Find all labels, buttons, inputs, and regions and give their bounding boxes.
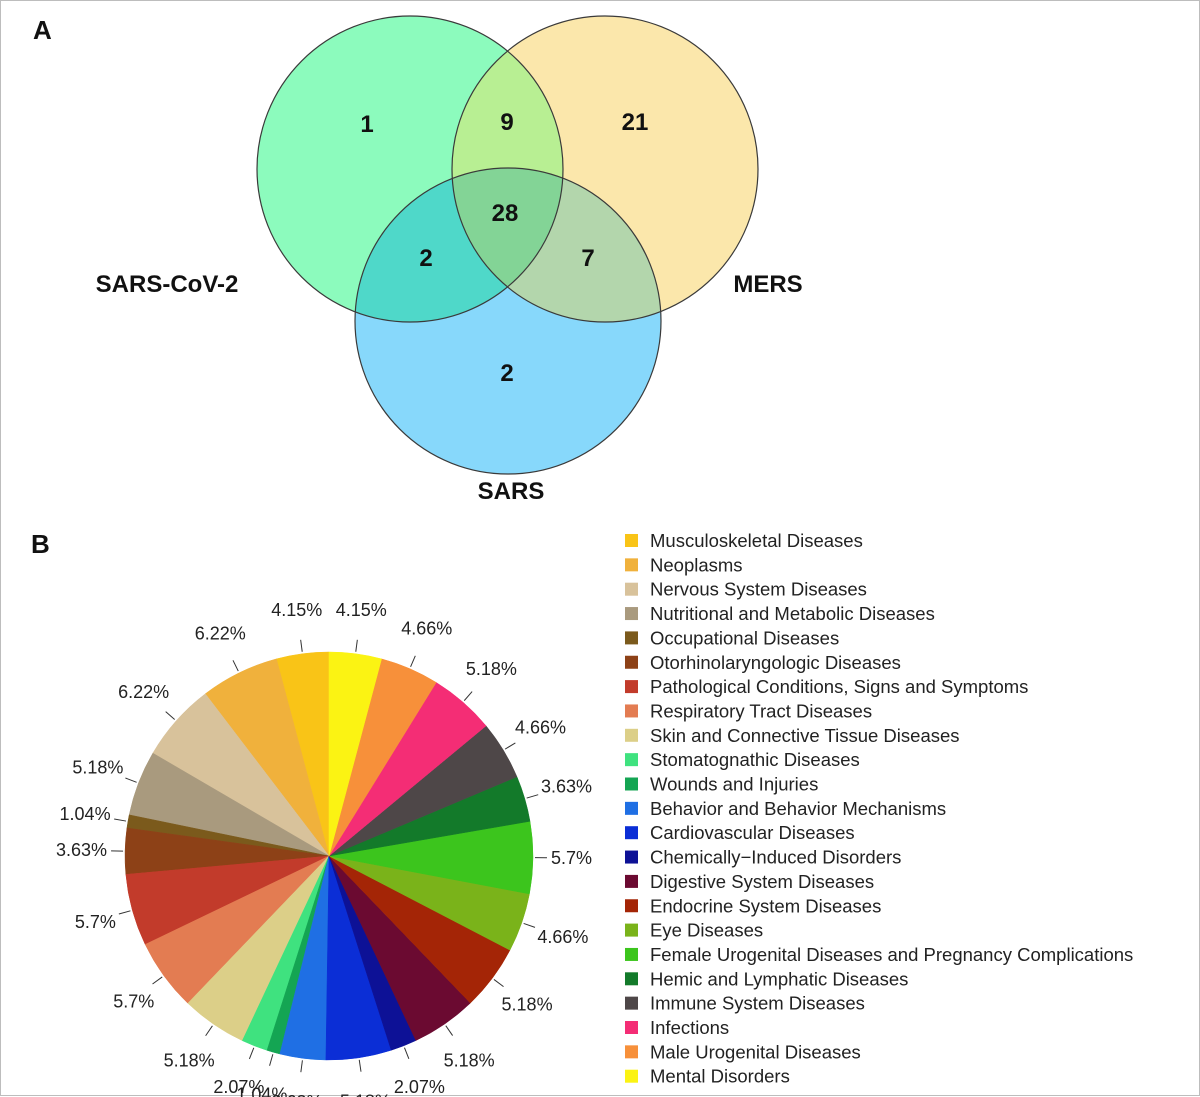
- pie-leader-occupational-diseases: [114, 819, 126, 821]
- legend-swatch-behavior-and-behavior-mechanisms: [625, 802, 638, 815]
- legend-entry-female-urogenital-diseases-and-pregnancy-complications: Female Urogenital Diseases and Pregnancy…: [650, 944, 1133, 965]
- legend-swatch-musculoskeletal-diseases: [625, 534, 638, 547]
- pie-leader-digestive-system-diseases: [446, 1026, 453, 1036]
- legend-entry-hemic-and-lymphatic-diseases: Hemic and Lymphatic Diseases: [650, 968, 908, 989]
- legend-entry-musculoskeletal-diseases: Musculoskeletal Diseases: [650, 530, 863, 551]
- legend-entry-pathological-conditions-signs-and-symptoms: Pathological Conditions, Signs and Sympt…: [650, 676, 1028, 697]
- pie-label-male-urogenital-diseases: 4.66%: [401, 618, 452, 638]
- pie-leader-mental-disorders: [356, 640, 358, 652]
- legend-swatch-wounds-and-injuries: [625, 778, 638, 791]
- legend-swatch-pathological-conditions-signs-and-symptoms: [625, 680, 638, 693]
- pie-leader-nervous-system-diseases: [166, 712, 175, 720]
- pie-label-mental-disorders: 4.15%: [336, 600, 387, 620]
- legend-swatch-endocrine-system-diseases: [625, 899, 638, 912]
- legend-swatch-stomatognathic-diseases: [625, 753, 638, 766]
- pie-leader-respiratory-tract-diseases: [153, 977, 163, 984]
- legend-entry-occupational-diseases: Occupational Diseases: [650, 627, 839, 648]
- legend-entry-nutritional-and-metabolic-diseases: Nutritional and Metabolic Diseases: [650, 603, 935, 624]
- pie-leader-infections: [464, 692, 472, 701]
- legend-entry-behavior-and-behavior-mechanisms: Behavior and Behavior Mechanisms: [650, 798, 946, 819]
- legend-entry-eye-diseases: Eye Diseases: [650, 920, 763, 941]
- pie-leader-stomatognathic-diseases: [249, 1048, 253, 1059]
- legend-entry-cardiovascular-diseases: Cardiovascular Diseases: [650, 822, 855, 843]
- pie-leader-nutritional-and-metabolic-diseases: [125, 778, 136, 782]
- pie-leader-male-urogenital-diseases: [411, 656, 416, 667]
- legend-swatch-chemically-induced-disorders: [625, 851, 638, 864]
- legend-swatch-otorhinolaryngologic-diseases: [625, 656, 638, 669]
- pie-label-musculoskeletal-diseases: 4.15%: [271, 600, 322, 620]
- pie-leader-neoplasms: [233, 660, 238, 671]
- pie-leader-chemically-induced-disorders: [404, 1048, 408, 1059]
- legend-entry-wounds-and-injuries: Wounds and Injuries: [650, 774, 818, 795]
- pie-label-immune-system-diseases: 4.66%: [515, 717, 566, 737]
- pie-label-nervous-system-diseases: 6.22%: [118, 682, 169, 702]
- legend-entry-otorhinolaryngologic-diseases: Otorhinolaryngologic Diseases: [650, 652, 901, 673]
- pie-leader-eye-diseases: [524, 923, 535, 927]
- legend-entry-male-urogenital-diseases: Male Urogenital Diseases: [650, 1041, 861, 1062]
- legend-swatch-nutritional-and-metabolic-diseases: [625, 607, 638, 620]
- pie-label-hemic-and-lymphatic-diseases: 3.63%: [541, 776, 592, 796]
- legend-swatch-hemic-and-lymphatic-diseases: [625, 972, 638, 985]
- legend-swatch-mental-disorders: [625, 1070, 638, 1083]
- legend-swatch-skin-and-connective-tissue-diseases: [625, 729, 638, 742]
- pie-label-nutritional-and-metabolic-diseases: 5.18%: [72, 757, 123, 777]
- pie-leader-endocrine-system-diseases: [494, 979, 504, 986]
- legend-entry-chemically-induced-disorders: Chemically−Induced Disorders: [650, 847, 901, 868]
- legend-entry-respiratory-tract-diseases: Respiratory Tract Diseases: [650, 700, 872, 721]
- legend-swatch-eye-diseases: [625, 924, 638, 937]
- legend-entry-nervous-system-diseases: Nervous System Diseases: [650, 579, 867, 600]
- pie-label-eye-diseases: 4.66%: [537, 927, 588, 947]
- pie-label-infections: 5.18%: [466, 659, 517, 679]
- pie-label-digestive-system-diseases: 5.18%: [444, 1050, 495, 1070]
- legend-entry-stomatognathic-diseases: Stomatognathic Diseases: [650, 749, 860, 770]
- pie-label-behavior-and-behavior-mechanisms: 3.63%: [271, 1092, 322, 1097]
- pie-label-pathological-conditions-signs-and-symptoms: 5.7%: [75, 912, 116, 932]
- legend-swatch-male-urogenital-diseases: [625, 1045, 638, 1058]
- pie-label-female-urogenital-diseases-and-pregnancy-complications: 5.7%: [551, 848, 592, 868]
- pie-label-otorhinolaryngologic-diseases: 3.63%: [56, 840, 107, 860]
- pie-label-neoplasms: 6.22%: [195, 623, 246, 643]
- legend-swatch-neoplasms: [625, 558, 638, 571]
- legend-swatch-digestive-system-diseases: [625, 875, 638, 888]
- pie-label-skin-and-connective-tissue-diseases: 5.18%: [164, 1050, 215, 1070]
- legend-entry-skin-and-connective-tissue-diseases: Skin and Connective Tissue Diseases: [650, 725, 960, 746]
- pie-label-occupational-diseases: 1.04%: [60, 804, 111, 824]
- legend-swatch-nervous-system-diseases: [625, 583, 638, 596]
- legend-swatch-respiratory-tract-diseases: [625, 704, 638, 717]
- legend-entry-infections: Infections: [650, 1017, 729, 1038]
- legend-entry-endocrine-system-diseases: Endocrine System Diseases: [650, 895, 881, 916]
- legend-swatch-female-urogenital-diseases-and-pregnancy-complications: [625, 948, 638, 961]
- pie-label-endocrine-system-diseases: 5.18%: [502, 995, 553, 1015]
- pie-leader-hemic-and-lymphatic-diseases: [527, 795, 539, 798]
- pie-leader-pathological-conditions-signs-and-symptoms: [119, 911, 131, 914]
- legend-entry-neoplasms: Neoplasms: [650, 554, 743, 575]
- pie-label-chemically-induced-disorders: 2.07%: [394, 1077, 445, 1097]
- legend-entry-digestive-system-diseases: Digestive System Diseases: [650, 871, 874, 892]
- pie-leader-musculoskeletal-diseases: [301, 640, 303, 652]
- legend-swatch-immune-system-diseases: [625, 997, 638, 1010]
- pie-leader-skin-and-connective-tissue-diseases: [206, 1026, 213, 1036]
- legend-entry-mental-disorders: Mental Disorders: [650, 1066, 790, 1087]
- legend-swatch-infections: [625, 1021, 638, 1034]
- legend-swatch-occupational-diseases: [625, 631, 638, 644]
- pie-label-cardiovascular-diseases: 5.18%: [340, 1091, 391, 1097]
- pie-label-respiratory-tract-diseases: 5.7%: [113, 992, 154, 1012]
- pie-leader-cardiovascular-diseases: [359, 1060, 361, 1072]
- legend-entry-immune-system-diseases: Immune System Diseases: [650, 993, 865, 1014]
- pie-leader-behavior-and-behavior-mechanisms: [301, 1060, 303, 1072]
- pie-leader-immune-system-diseases: [505, 743, 515, 749]
- pie-leader-wounds-and-injuries: [270, 1054, 273, 1066]
- legend-swatch-cardiovascular-diseases: [625, 826, 638, 839]
